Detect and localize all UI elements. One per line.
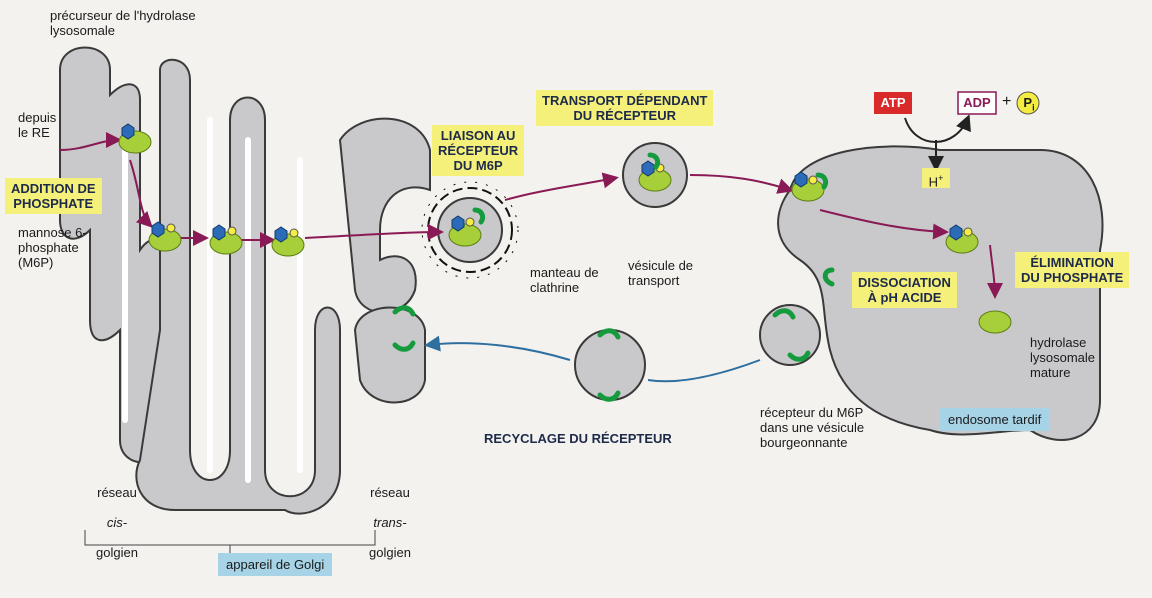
clathrin-label: manteau de clathrine <box>530 265 599 295</box>
precursor-label: précurseur de l'hydrolase lysosomale <box>50 8 196 38</box>
mannose-label: mannose 6- phosphate (M6P) <box>18 225 87 270</box>
trans-line-2: trans- <box>373 515 406 530</box>
hplus-main: H <box>929 174 938 189</box>
pi-sub: i <box>1032 103 1035 113</box>
step-addition-box: ADDITION DE PHOSPHATE <box>5 178 102 214</box>
cis-line-2: cis- <box>107 515 127 530</box>
step-transport-box: TRANSPORT DÉPENDANT DU RÉCEPTEUR <box>536 90 713 126</box>
golgi-trans-network <box>340 119 430 403</box>
trans-line-3: golgien <box>369 545 411 560</box>
step-binding-box: LIAISON AU RÉCEPTEUR DU M6P <box>432 125 524 176</box>
step-dissociation-box: DISSOCIATION À pH ACIDE <box>852 272 957 308</box>
trans-line-1: réseau <box>370 485 410 500</box>
receptor-vesicle-label: récepteur du M6P dans une vésicule bourg… <box>760 405 864 450</box>
mature-hydrolase-label: hydrolase lysosomale mature <box>1030 335 1095 380</box>
hplus-sup: + <box>938 173 943 183</box>
step-recycling-label: RECYCLAGE DU RÉCEPTEUR <box>484 431 672 446</box>
golgi-apparatus-box: appareil de Golgi <box>218 553 332 576</box>
atp-reaction-arc <box>905 118 968 142</box>
cis-line-3: golgien <box>96 545 138 560</box>
recycling-vesicle <box>575 330 645 400</box>
plus-label: + <box>1002 94 1011 109</box>
cis-line-1: réseau <box>97 485 137 500</box>
cis-golgi-label: réseau cis- golgien <box>82 470 152 560</box>
from-er-label: depuis le RE <box>18 110 56 140</box>
late-endosome-box: endosome tardif <box>940 408 1049 431</box>
hplus-label: H+ <box>924 171 948 189</box>
trans-golgi-label: réseau trans- golgien <box>355 470 425 560</box>
step-elimination-box: ÉLIMINATION DU PHOSPHATE <box>1015 252 1129 288</box>
adp-label: ADP <box>960 95 994 110</box>
atp-label: ATP <box>876 95 910 110</box>
vesicle-label: vésicule de transport <box>628 258 693 288</box>
pi-main: P <box>1023 95 1032 110</box>
pi-label: Pi <box>1020 95 1038 116</box>
